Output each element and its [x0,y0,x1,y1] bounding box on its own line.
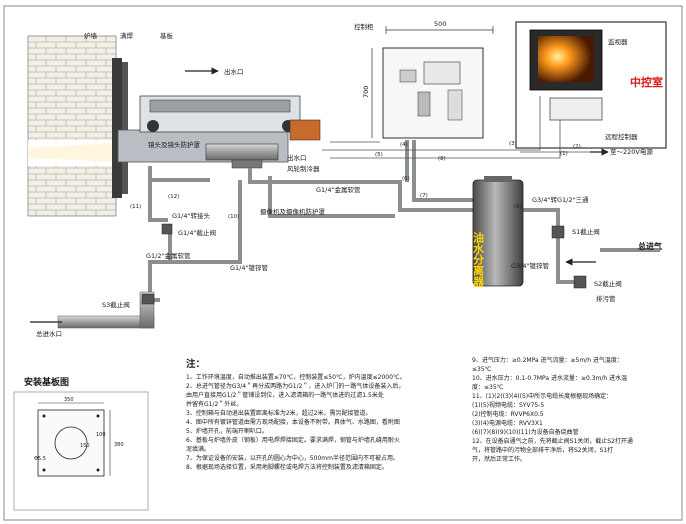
furnace-wall [27,35,117,217]
label-camera-shield: 摄像机及摄像机防护罩 [260,207,326,216]
label-remote-controller: 远程控制器 [605,132,638,141]
label-cooling-jacket: 风轮制冷器 [287,164,320,173]
note-line: 气，将管路中的污物全部排干净后，将S2关闭，S1打 [472,447,614,454]
label-control-room: 中控室 [630,75,663,89]
base-plate-figure-frame [13,391,149,511]
label-dim-700: 700 [362,86,370,98]
label-control-cabinet: 控制柜 [354,22,374,31]
label-lens-shield: 镜头及镜头防护罩 [148,140,201,149]
note-line: 5、炉墙开孔，前端开喇叭口。 [186,428,268,435]
note-line: 并留有G1/2＂外丝。 [186,401,243,408]
note-line: (6)(7)(8)(9)(10)(11)为设备自备绕曲管 [472,429,579,436]
cooling-jacket [289,119,321,141]
base-plate-square [37,409,105,477]
label-air-inlet: 总进气 [638,241,662,251]
piping [60,140,660,322]
note-line: 2、总进气管径为G3/4＂再分成两路为G1/2＂，进入炉门的一路气体设备装入后， [186,383,405,390]
dim-100: 100 [96,432,106,438]
note-line: (3)(4)电源电缆：RVV3X1 [472,420,543,427]
note-line: (2)控制电缆：RVVP6X0.5 [472,411,544,418]
note-line: 9、进气压力：≥0.2MPa 进气流量：≥5m/h 进气温度： [472,357,623,364]
note-line: 4、图中所有镀锌管道由需方现场配接，本设备不附带。具体气、水路图，看附图 [186,419,400,426]
outer-frame [3,5,683,521]
dim-350: 350 [64,397,74,403]
notes-left: 注： 1、工作环境温度，自动推出装置≤70℃，控制装置≤50℃，炉内温度≤200… [186,356,468,472]
note-line: 12、在设备启通气之前，先将截止阀S1关闭，截止S2打开通 [472,438,633,445]
note-line: 度：≤35℃ [472,384,504,391]
label-g14-metal-hose: G1/4"金属软管 [316,185,361,194]
label-dim-500: 500 [434,20,446,28]
label-furnace-wall: 炉墙 [84,31,98,40]
label-power: 至～220V电源 [610,147,653,156]
s3-valve [141,293,155,305]
note-line: 开，然后正常工作。 [472,456,527,463]
label-s3-valve: S3截止阀 [102,300,130,309]
dim-150: 150 [80,443,90,449]
base-plate [112,58,122,198]
cable-12: (12) [168,194,179,200]
note-line: 3、控制箱与自动退出装置距离标准为2米，超过2米，需另配接管道。 [186,410,372,417]
control-cabinet [382,47,484,139]
label-water-outlet2: 出水口 [287,153,307,162]
label-g34-galv-pipe: G3/4"镀锌管 [511,261,549,270]
label-g14-galv-pipe: G1/4"镀锌管 [230,263,268,272]
cable-4: (4) [400,142,408,148]
label-g14-adapter: G1/4"转接头 [172,211,210,220]
label-water-inlet: 总进水口 [36,329,62,338]
dim-d: Φ5.5 [34,456,46,462]
label-separator: 油水分离器 [472,231,486,288]
cable-5: (5) [375,152,383,158]
cables [322,96,590,159]
label-g14-stop-valve: G1/4"截止阀 [178,228,216,237]
note-line: 8、根据现场选择位置，采用地脚螺栓或电焊方法将控制装置及滤清箱固定。 [186,464,388,471]
cable-1: (1) [560,151,568,157]
dim-380: 380 [114,442,124,448]
cable-6: (6) [402,176,410,182]
cable-2: (2) [573,144,581,150]
camera-body [205,143,279,161]
base-plate-title: 安装基板图 [24,376,69,388]
cable-8: (8) [438,156,446,162]
s2-valve [573,275,587,289]
remote-controller [549,97,603,121]
notes-right: 9、进气压力：≥0.2MPa 进气流量：≥5m/h 进气温度： ≤35℃ 10、… [472,356,678,464]
note-line: 11、(1)(2)(3)(4)(5)中所示电缆长度根据现场确定： [472,393,613,400]
note-line: 泥填满。 [186,446,211,453]
label-drain: 排污管 [596,294,616,303]
note-line: 10、进水压力：0.1-0.7MPa 进水流量：≥0.3m/h 进水温 [472,375,628,382]
base-plate-hole [54,426,88,460]
note-line: ≤35℃ [472,366,492,373]
label-water-outlet: 出水口 [224,67,244,76]
label-base-plate: 基板 [160,31,174,40]
label-g34-g12-tee: G3/4"转G1/2"三通 [532,195,589,204]
label-monitor: 监视器 [608,37,628,46]
note-line: 由用户直接用G1/2＂管铺设到位，进入滤清箱的一路气体进的过滤1.5米处 [186,392,384,399]
s1-valve [551,225,565,239]
label-welding: 满焊 [120,31,134,40]
cable-11: (11) [130,204,141,210]
cable-9: (9) [514,204,522,210]
note-line: 1、工作环境温度，自动推出装置≤70℃，控制装置≤50℃，炉内温度≤2000℃。 [186,374,406,381]
cable-3: (3) [509,141,517,147]
cable-7: (7) [420,193,428,199]
label-g12-metal-hose: G1/2"金属软管 [146,251,191,260]
g14-stop-valve [161,223,173,235]
note-line: 7、为保证设备的安装，以开孔的圆心为中心，500mm半径范围内不可被占用。 [186,455,399,462]
label-s2-valve: S2截止阀 [594,279,622,288]
notes-title: 注： [186,359,206,370]
note-line: (1)(5)视频电缆：SYV75-5 [472,402,545,409]
label-s1-valve: S1截止阀 [572,227,600,236]
note-line: 6、基板与炉墙外皮（钢板）用电焊焊接固定。要求满焊，钢管与炉墙孔缝用耐火 [186,437,400,444]
cable-10: (10) [228,214,239,220]
